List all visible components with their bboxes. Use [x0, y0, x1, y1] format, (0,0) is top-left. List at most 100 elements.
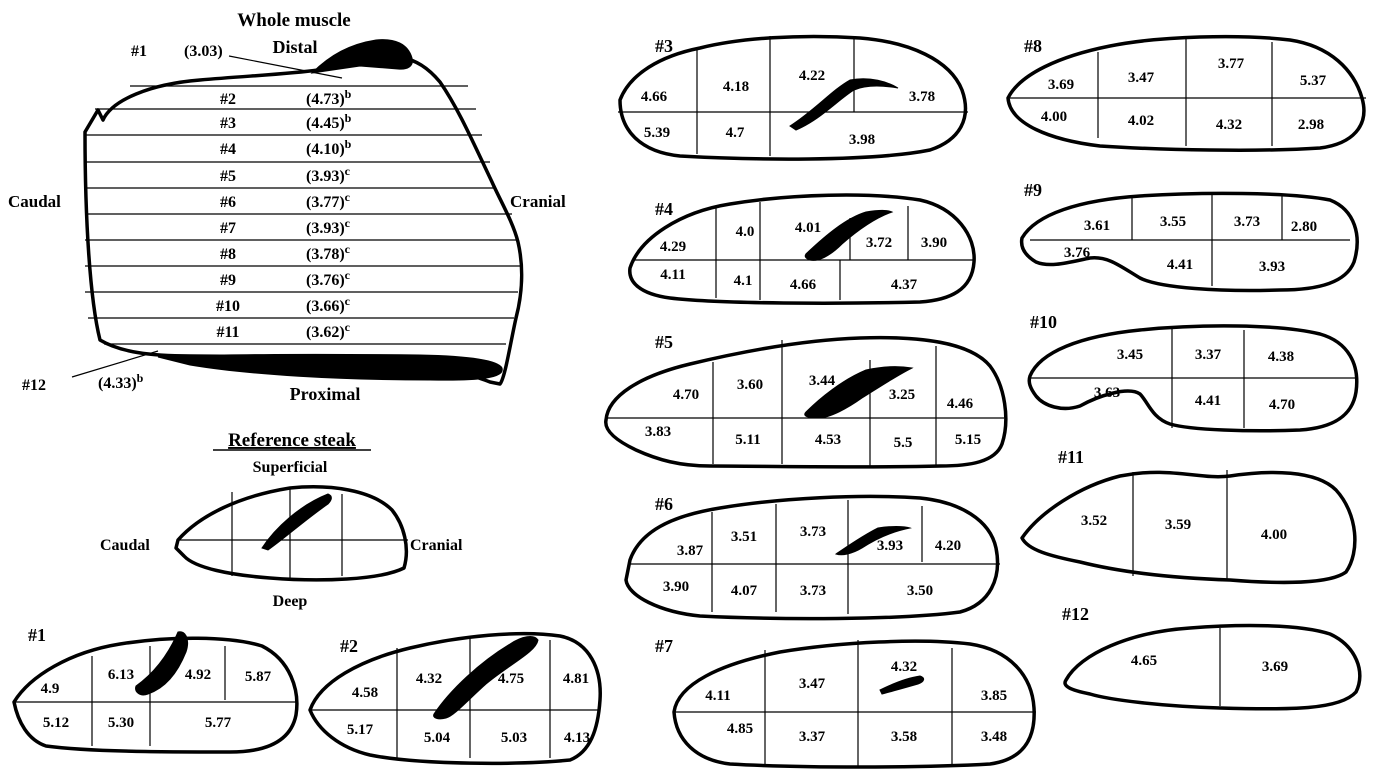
cell-value: 4.7 [726, 125, 745, 141]
reference-steak-title: Reference steak [228, 430, 356, 451]
cell-value: 4.85 [727, 721, 753, 737]
steak-outline [618, 34, 968, 161]
reference-cranial-label: Cranial [410, 537, 463, 554]
steak-label: #4 [655, 199, 673, 219]
cell-value: 5.17 [347, 722, 374, 738]
cell-value: 4.75 [498, 671, 524, 687]
cell-value: 4.11 [705, 688, 730, 704]
fat-seam [879, 675, 925, 695]
fat-seam [834, 526, 912, 556]
steak-6: #6 3.87 3.51 3.73 3.93 4.20 3.90 4.07 3.… [624, 494, 1000, 621]
cell-value: 3.73 [800, 583, 826, 599]
cell-value: 2.98 [1298, 117, 1324, 133]
cell-value: 3.85 [981, 688, 1007, 704]
reference-steak-panel: Reference steak Superficial Caudal Crani… [100, 430, 463, 610]
cell-value: 4.9 [41, 681, 60, 697]
reference-fat-seam [261, 493, 332, 551]
steak-label: #11 [1058, 447, 1084, 467]
fat-seam [135, 631, 189, 696]
cell-value: 5.77 [205, 715, 232, 731]
cell-value: 4.32 [416, 671, 442, 687]
slice1-leader-line [228, 55, 343, 79]
steak-outline [1020, 470, 1357, 585]
cell-value: 5.15 [955, 432, 981, 448]
cell-value: 4.00 [1041, 109, 1067, 125]
steak-label: #10 [1030, 312, 1057, 332]
steak-outline [1019, 191, 1359, 293]
steak-outline [308, 631, 602, 766]
cell-value: 4.66 [641, 89, 668, 105]
row-value: (3.78)c [306, 242, 351, 263]
cell-value: 4.18 [723, 79, 749, 95]
steak-8: #8 3.69 3.47 3.77 5.37 4.00 4.02 4.32 2.… [1006, 34, 1366, 152]
steak-label: #7 [655, 636, 673, 656]
cell-value: 3.44 [809, 373, 836, 389]
cell-value: 4.58 [352, 685, 378, 701]
steak-label: #9 [1024, 180, 1042, 200]
whole-muscle-slice-lines [85, 85, 520, 345]
row-value: (4.73)b [306, 87, 352, 108]
cell-value: 3.90 [921, 235, 947, 251]
cell-value: 3.69 [1048, 77, 1074, 93]
cell-value: 3.83 [645, 424, 671, 440]
cell-value: 3.48 [981, 729, 1007, 745]
cell-value: 3.93 [1259, 259, 1285, 275]
cell-value: 4.20 [935, 538, 961, 554]
cell-value: 3.63 [1094, 385, 1120, 401]
cell-value: 4.66 [790, 277, 817, 293]
row-value: (3.93)c [306, 216, 351, 237]
steak-outline [1063, 623, 1362, 711]
steak-label: #6 [655, 494, 673, 514]
slice12-leader-line [71, 350, 159, 378]
proximal-fat-cap [157, 353, 503, 381]
cell-value: 3.45 [1117, 347, 1143, 363]
cell-value: 4.41 [1167, 257, 1193, 273]
cell-value: 3.73 [800, 524, 826, 540]
reference-caudal-label: Caudal [100, 537, 150, 554]
cell-value: 6.13 [108, 667, 134, 683]
whole-muscle-slice1-value: (3.03) [184, 43, 223, 60]
cell-value: 5.12 [43, 715, 69, 731]
cell-value: 4.38 [1268, 349, 1294, 365]
cell-value: 5.87 [245, 669, 272, 685]
steak-outline [604, 335, 1008, 469]
row-value: (3.93)c [306, 164, 351, 185]
row-value: (4.45)b [306, 111, 352, 132]
cell-value: 3.51 [731, 529, 757, 545]
cell-value: 3.25 [889, 387, 915, 403]
cell-value: 4.37 [891, 277, 918, 293]
cell-value: 5.11 [735, 432, 760, 448]
cell-value: 4.41 [1195, 393, 1221, 409]
whole-muscle-rows: #2 (4.73)b #3 (4.45)b #4 (4.10)b #5 (3.9… [216, 87, 352, 341]
steak-10: #10 3.45 3.37 4.38 3.63 4.41 4.70 [1027, 312, 1359, 433]
reference-superficial-label: Superficial [253, 459, 328, 476]
cell-value: 3.55 [1160, 214, 1186, 230]
reference-steak-outline [174, 485, 409, 582]
cell-value: 3.98 [849, 132, 875, 148]
cell-value: 2.80 [1291, 219, 1317, 235]
row-label: #3 [220, 115, 236, 132]
cell-value: 4.70 [1269, 397, 1295, 413]
row-value: (3.77)c [306, 190, 351, 211]
cell-value: 3.76 [1064, 245, 1091, 261]
whole-muscle-slice1-label: #1 [131, 43, 147, 60]
steak-outline [1006, 34, 1366, 152]
whole-muscle-slice12-label: #12 [22, 377, 46, 394]
row-label: #7 [220, 220, 236, 237]
cell-value: 3.50 [907, 583, 933, 599]
steak-9: #9 3.61 3.55 3.73 2.80 3.76 4.41 3.93 [1019, 180, 1359, 293]
steak-label: #8 [1024, 36, 1042, 56]
cell-value: 3.77 [1218, 56, 1245, 72]
cell-value: 3.93 [877, 538, 903, 554]
cell-value: 4.70 [673, 387, 699, 403]
row-label: #5 [220, 168, 236, 185]
cell-value: 4.00 [1261, 527, 1287, 543]
cell-value: 5.04 [424, 730, 451, 746]
steak-label: #3 [655, 36, 673, 56]
steak-outline [12, 636, 299, 754]
fat-seam [433, 636, 539, 720]
steak-2: #2 4.58 4.32 4.75 4.81 5.17 5.04 5.03 4.… [308, 631, 602, 766]
whole-muscle-distal-label: Distal [273, 37, 318, 57]
cell-value: 5.37 [1300, 73, 1327, 89]
cell-value: 5.30 [108, 715, 134, 731]
